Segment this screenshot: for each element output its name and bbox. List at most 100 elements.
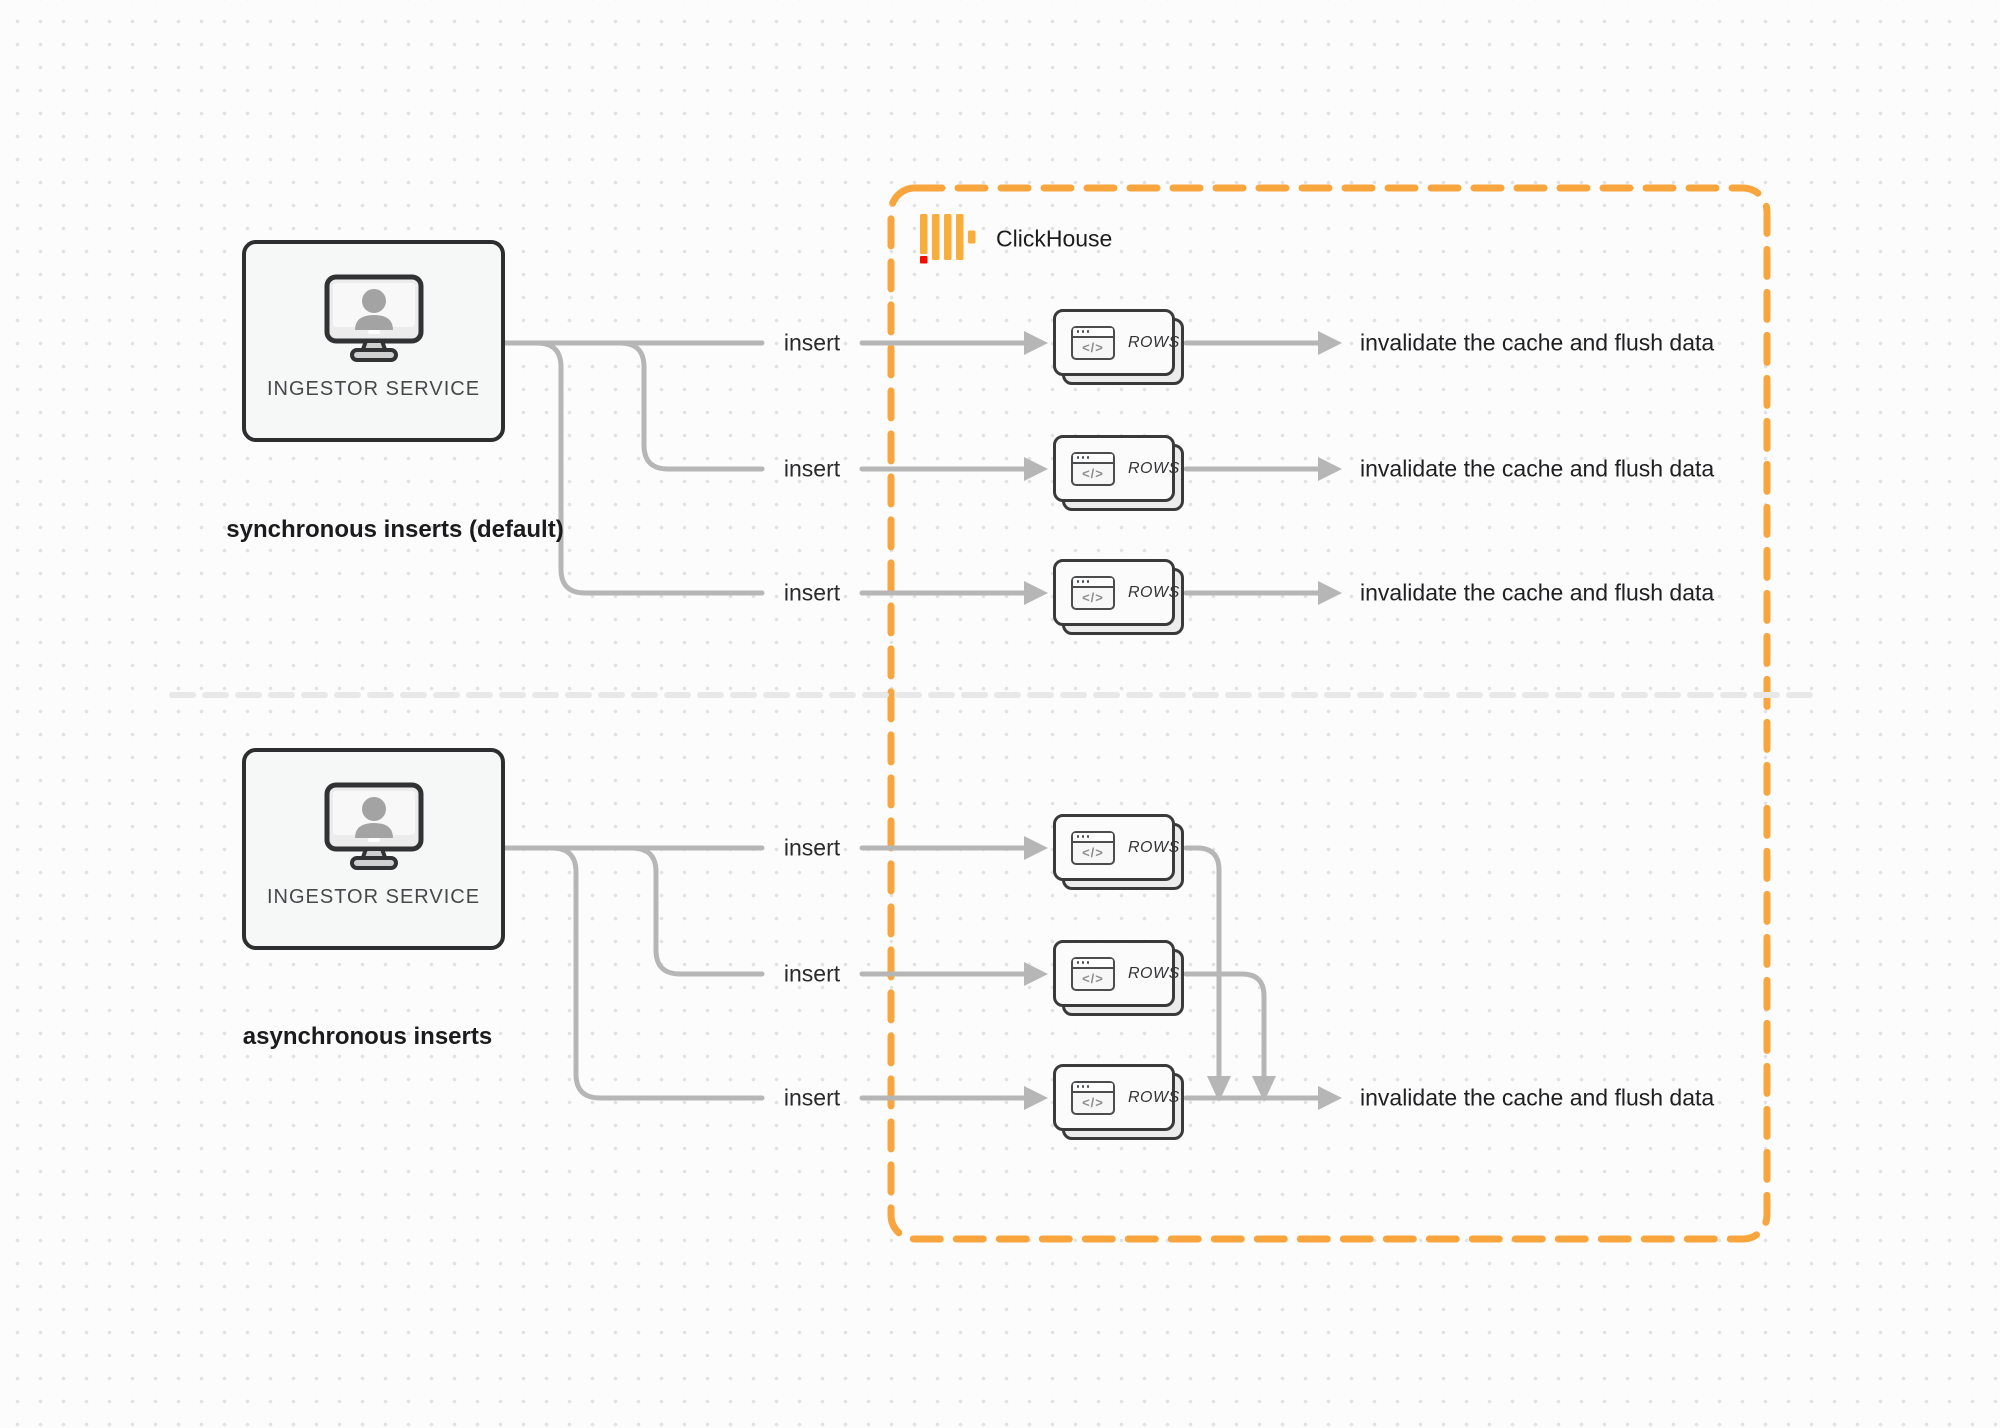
rows-node: </> ROWS	[1053, 814, 1185, 891]
browser-dot-icon	[1076, 456, 1079, 459]
clickhouse-brand-name: ClickHouse	[996, 225, 1113, 252]
ingestor-service-label: INGESTOR SERVICE	[266, 886, 481, 908]
browser-dot-icon	[1081, 1085, 1084, 1088]
browser-window-icon: </>	[1071, 575, 1115, 610]
browser-dot-icon	[1081, 330, 1084, 333]
rows-label: ROWS	[1128, 333, 1180, 351]
code-glyph-icon: </>	[1082, 845, 1104, 860]
code-glyph-icon: </>	[1082, 590, 1104, 605]
browser-dot-icon	[1076, 835, 1079, 838]
code-glyph-icon: </>	[1082, 340, 1104, 355]
browser-titlebar	[1073, 453, 1113, 464]
browser-dot-icon	[1076, 1085, 1079, 1088]
clickhouse-logo-icon	[920, 214, 976, 264]
insert-label: insert	[783, 960, 841, 987]
rows-card-front: </> ROWS	[1053, 1064, 1179, 1131]
insert-label: insert	[783, 455, 841, 482]
arrowhead	[1318, 331, 1342, 355]
arrowhead	[1024, 836, 1048, 860]
connector-arrowheads	[1024, 331, 1342, 1110]
browser-window-icon: </>	[1071, 956, 1115, 991]
browser-window-icon: </>	[1071, 1080, 1115, 1115]
browser-titlebar	[1073, 1082, 1113, 1093]
rows-label: ROWS	[1128, 838, 1180, 856]
browser-dot-icon	[1086, 456, 1089, 459]
browser-dot-icon	[1086, 580, 1089, 583]
browser-titlebar	[1073, 327, 1113, 338]
async-line-2a	[503, 845, 765, 977]
browser-body: </>	[1073, 464, 1113, 484]
browser-body: </>	[1073, 588, 1113, 608]
code-glyph-icon: </>	[1082, 466, 1104, 481]
rows-node: </> ROWS	[1053, 1064, 1185, 1141]
async-section-caption: asynchronous inserts	[242, 1023, 493, 1050]
browser-titlebar	[1073, 577, 1113, 588]
insert-label: insert	[783, 1084, 841, 1111]
browser-body: </>	[1073, 1093, 1113, 1113]
arrowhead	[1024, 331, 1048, 355]
browser-window-icon: </>	[1071, 325, 1115, 360]
rows-label: ROWS	[1128, 583, 1180, 601]
browser-dot-icon	[1081, 835, 1084, 838]
arrowhead	[1024, 1086, 1048, 1110]
arrowhead	[1318, 581, 1342, 605]
sync-line-2a	[503, 340, 765, 472]
browser-dot-icon	[1081, 961, 1084, 964]
ingestor-service-box-sync: INGESTOR SERVICE	[242, 240, 505, 442]
rows-label: ROWS	[1128, 459, 1180, 477]
browser-body: </>	[1073, 338, 1113, 358]
insert-label: insert	[783, 834, 841, 861]
browser-dot-icon	[1086, 330, 1089, 333]
result-label: invalidate the cache and flush data	[1360, 579, 1715, 606]
browser-window-icon: </>	[1071, 830, 1115, 865]
result-label: invalidate the cache and flush data	[1360, 329, 1715, 356]
ingestor-service-label: INGESTOR SERVICE	[266, 378, 481, 400]
result-label: invalidate the cache and flush data	[1360, 455, 1715, 482]
async-line-3a	[503, 845, 765, 1101]
arrowhead	[1318, 1086, 1342, 1110]
rows-card-front: </> ROWS	[1053, 940, 1179, 1007]
browser-dot-icon	[1076, 330, 1079, 333]
clickhouse-container-border	[887, 184, 1771, 1243]
browser-dot-icon	[1076, 580, 1079, 583]
rows-card-front: </> ROWS	[1053, 435, 1179, 502]
arrowhead	[1024, 962, 1048, 986]
browser-titlebar	[1073, 958, 1113, 969]
arrowhead	[1024, 581, 1048, 605]
browser-body: </>	[1073, 969, 1113, 989]
result-label: invalidate the cache and flush data	[1360, 1084, 1715, 1111]
async-merge-2	[1183, 971, 1267, 1079]
browser-dot-icon	[1081, 580, 1084, 583]
connector-lines	[503, 340, 1321, 1101]
browser-titlebar	[1073, 832, 1113, 843]
browser-dot-icon	[1086, 1085, 1089, 1088]
insert-label: insert	[783, 579, 841, 606]
rows-label: ROWS	[1128, 1088, 1180, 1106]
rows-node: </> ROWS	[1053, 940, 1185, 1017]
browser-dot-icon	[1086, 835, 1089, 838]
monitor-user-icon	[324, 782, 423, 870]
rows-card-front: </> ROWS	[1053, 814, 1179, 881]
sync-line-3a	[503, 340, 765, 596]
browser-dot-icon	[1081, 456, 1084, 459]
rows-card-front: </> ROWS	[1053, 309, 1179, 376]
rows-label: ROWS	[1128, 964, 1180, 982]
clickhouse-brand: ClickHouse	[920, 214, 1112, 264]
browser-dot-icon	[1076, 961, 1079, 964]
browser-dot-icon	[1086, 961, 1089, 964]
sync-section-caption: synchronous inserts (default)	[226, 516, 564, 543]
code-glyph-icon: </>	[1082, 1095, 1104, 1110]
insert-label: insert	[783, 329, 841, 356]
rows-node: </> ROWS	[1053, 559, 1185, 636]
monitor-user-icon	[324, 274, 423, 362]
ingestor-service-box-async: INGESTOR SERVICE	[242, 748, 505, 950]
arrowhead	[1318, 457, 1342, 481]
arrowhead	[1024, 457, 1048, 481]
code-glyph-icon: </>	[1082, 971, 1104, 986]
rows-card-front: </> ROWS	[1053, 559, 1179, 626]
arrowhead-down	[1252, 1076, 1276, 1102]
browser-body: </>	[1073, 843, 1113, 863]
arrowhead-down	[1207, 1076, 1231, 1102]
